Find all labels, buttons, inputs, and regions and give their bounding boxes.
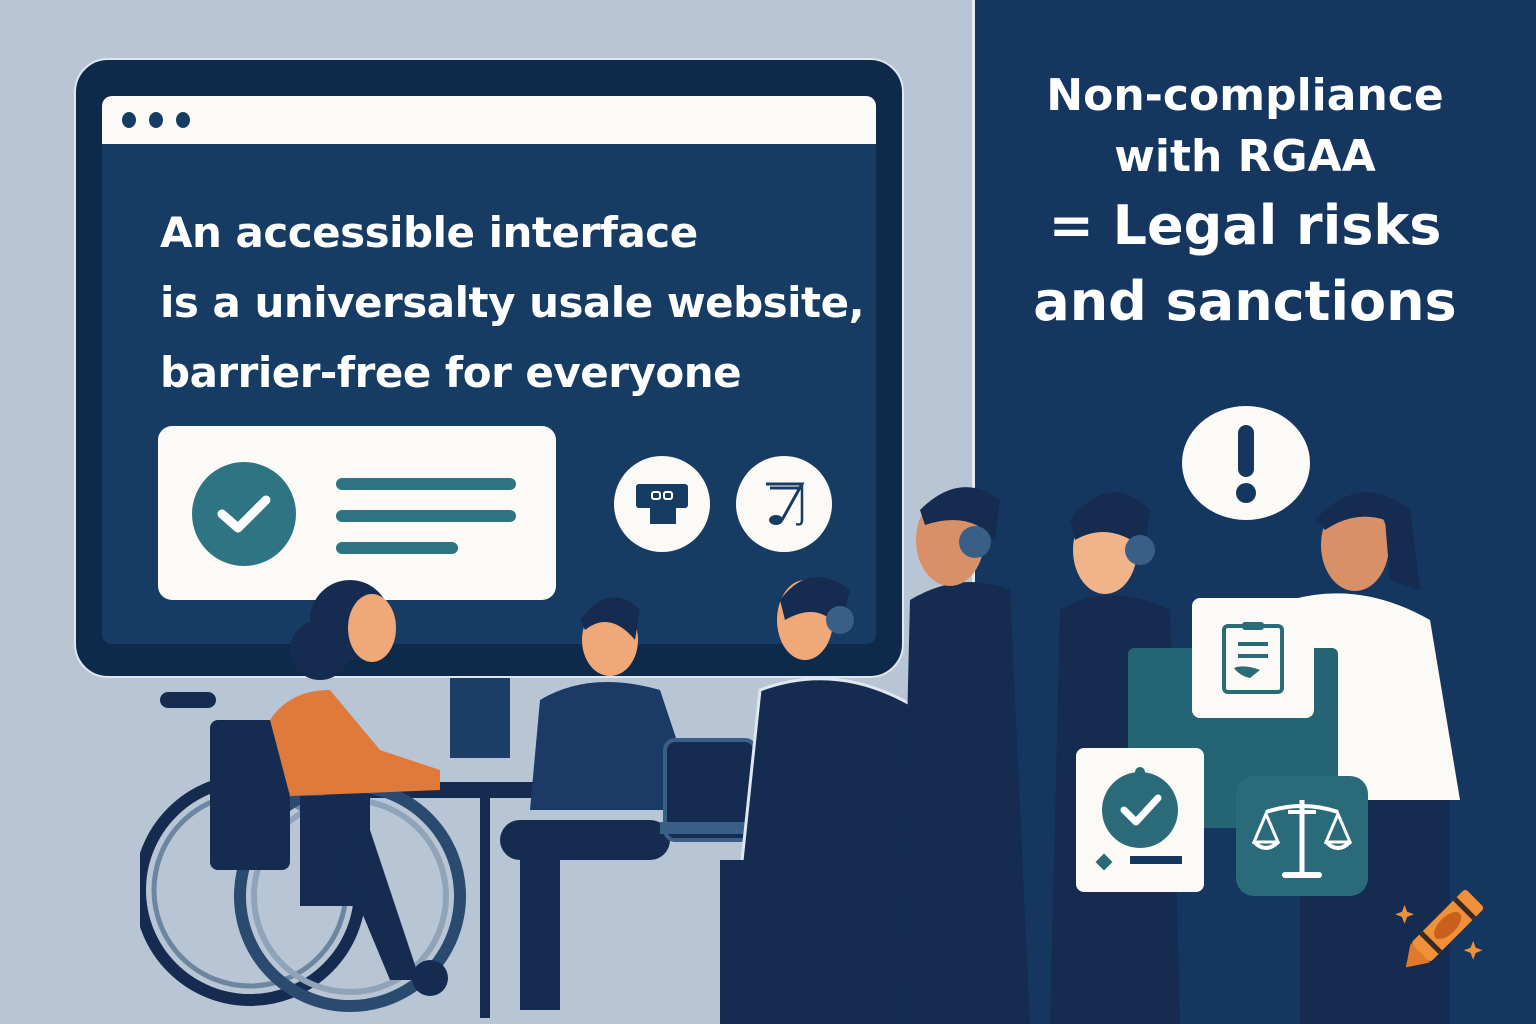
- monitor: An accessible interface is a universalty…: [74, 58, 904, 678]
- headline: An accessible interface is a universalty…: [160, 198, 880, 408]
- warning-line-1: Non-compliance: [1046, 70, 1444, 121]
- warning-line-2: with RGAA: [1114, 131, 1376, 182]
- window-dot-icon[interactable]: [122, 112, 136, 128]
- clipboard-document-tile: [1192, 598, 1314, 718]
- text-line-placeholder: [336, 542, 458, 554]
- warning-line-4: and sanctions: [1033, 270, 1457, 333]
- window-dot-icon[interactable]: [149, 112, 163, 128]
- clipboard-document-icon: [1222, 622, 1284, 694]
- exclamation-icon: [1182, 406, 1310, 520]
- browser-titlebar: [102, 96, 876, 144]
- certificate-check-icon: [1095, 767, 1182, 871]
- warning-line-3: = Legal risks: [1048, 194, 1442, 257]
- scales-tile: [1236, 776, 1368, 896]
- warning-message: Non-compliance with RGAA = Legal risks a…: [1000, 66, 1490, 340]
- screen-reader-device-icon: [614, 456, 710, 552]
- headline-line-3: barrier-free for everyone: [160, 348, 742, 397]
- text-line-placeholder: [336, 478, 516, 490]
- certificate-tile: [1076, 748, 1204, 892]
- browser-window: An accessible interface is a universalty…: [102, 96, 876, 644]
- crayon-icon: [1384, 868, 1504, 988]
- success-card: [158, 426, 556, 600]
- window-dot-icon[interactable]: [176, 112, 190, 128]
- headline-line-1: An accessible interface: [160, 208, 698, 257]
- check-circle-icon: [192, 462, 296, 566]
- people-illustration: [140, 577, 942, 1024]
- music-note-icon: [736, 456, 832, 552]
- monitor-stand: [450, 678, 510, 758]
- scales-of-justice-icon: [1252, 800, 1352, 878]
- text-line-placeholder: [336, 510, 516, 522]
- headline-line-2: is a universalty usale website,: [160, 278, 865, 327]
